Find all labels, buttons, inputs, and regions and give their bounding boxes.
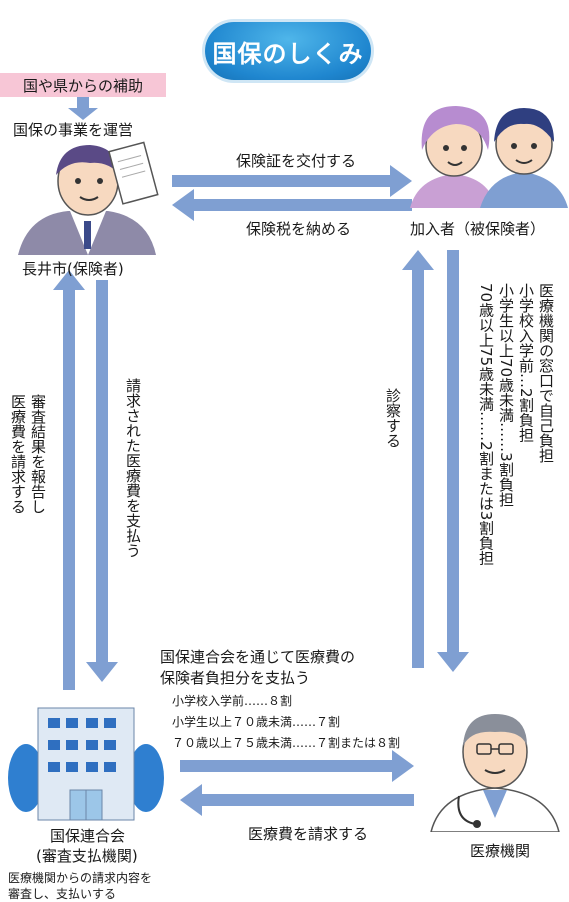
medical-doctor-illustration xyxy=(430,714,560,832)
request-left-line: 医療費を請求する xyxy=(9,394,27,514)
patient-burden-line: 小学校入学前…2割負担 xyxy=(517,283,535,443)
report-request-arrow xyxy=(53,270,85,690)
city-official-illustration xyxy=(18,141,159,255)
request-left-text: 審査結果を報告し 医療費を請求する xyxy=(8,394,48,514)
insurer-burden-line: ７０歳以上７５歳未満……７割または８割 xyxy=(172,736,401,750)
issue-card-label: 保険証を交付する xyxy=(236,152,357,170)
federation-note-line: 審査し、支払いする xyxy=(8,887,117,901)
insurer-burden-line: 小学生以上７０歳未満……７割 xyxy=(172,715,341,729)
issue-card-arrow xyxy=(172,165,412,197)
insurer-burden-heading: 国保連合会を通じて医療費の xyxy=(160,648,356,666)
request-left-line: 審査結果を報告し xyxy=(29,394,47,514)
pay-medical-arrow xyxy=(86,280,118,682)
insured-name: 加入者（被保険者） xyxy=(410,220,546,238)
pay-tax-label: 保険税を納める xyxy=(246,220,352,238)
subsidy-arrow xyxy=(68,97,98,120)
city-name: 長井市(保険者) xyxy=(22,260,124,278)
patient-burden-text: 医療機関の窓口で自己負担 小学校入学前…2割負担 小学生以上70歳未満……3割負… xyxy=(476,283,556,683)
patient-burden-heading: 医療機関の窓口で自己負担 xyxy=(537,283,555,463)
federation-name: 国保連合会 xyxy=(50,827,126,845)
subsidy-label: 国や県からの補助 xyxy=(22,76,143,95)
pay-tax-arrow xyxy=(172,189,412,221)
federation-sub: (審査支払機関) xyxy=(36,847,138,865)
title-badge: 国保のしくみ xyxy=(205,22,371,80)
federation-pay-arrow xyxy=(180,750,414,782)
patient-burden-line: 小学生以上70歳未満……3割負担 xyxy=(497,283,515,507)
city-caption: 国保の事業を運営 xyxy=(13,121,134,139)
insured-couple-illustration xyxy=(410,106,568,208)
consult-label: 診察する xyxy=(384,388,402,448)
claim-medical-label: 医療費を請求する xyxy=(248,825,369,843)
patient-burden-line: 70歳以上75歳未満……2割または3割負担 xyxy=(477,283,495,566)
subsidy-banner: 国や県からの補助 xyxy=(0,73,166,97)
medical-name: 医療機関 xyxy=(470,842,531,860)
insurer-burden-line: 小学校入学前……８割 xyxy=(172,694,293,708)
diagram-title: 国保のしくみ xyxy=(212,39,364,68)
claim-medical-arrow xyxy=(180,784,414,816)
insurer-burden-heading: 保険者負担分を支払う xyxy=(160,669,311,687)
pay-medical-label: 請求された医療費を支払う xyxy=(124,378,142,558)
insurer-burden-block: 国保連合会を通じて医療費の 保険者負担分を支払う 小学校入学前……８割 小学生以… xyxy=(160,646,400,751)
consult-arrow xyxy=(402,250,434,668)
federation-note-line: 医療機関からの請求内容を xyxy=(8,871,153,885)
patient-burden-arrow xyxy=(437,250,469,672)
federation-building-illustration xyxy=(8,707,164,821)
